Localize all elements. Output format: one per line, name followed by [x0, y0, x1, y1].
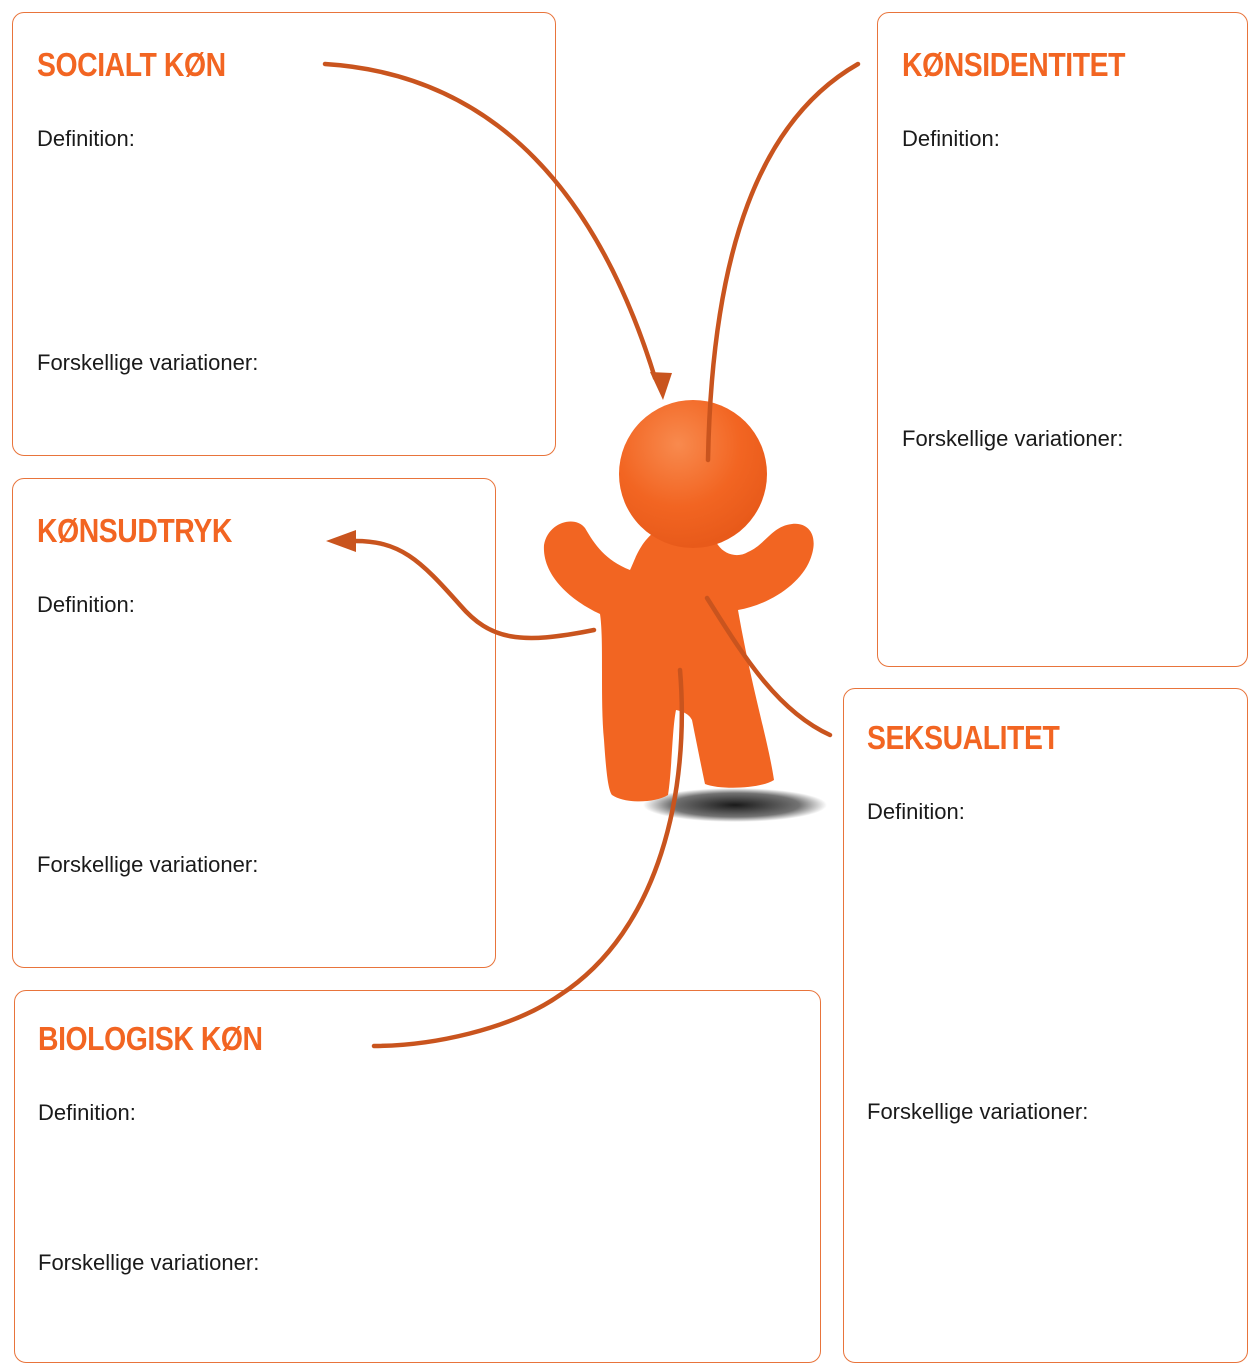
figure-shadow	[643, 788, 827, 822]
box-socialt-koen	[12, 12, 556, 456]
variations-label: Forskellige variationer:	[902, 426, 1124, 451]
definition-label: Definition:	[37, 126, 135, 151]
box-seksualitet	[843, 688, 1248, 1363]
arrowhead-down-icon	[650, 372, 672, 400]
variations-label: Forskellige variationer:	[37, 350, 259, 375]
figure-head	[619, 400, 767, 548]
variations-label: Forskellige variationer:	[38, 1250, 260, 1275]
definition-label: Definition:	[902, 126, 1000, 151]
variations-label: Forskellige variationer:	[37, 852, 259, 877]
box-koensidentitet	[877, 12, 1248, 667]
definition-label: Definition:	[38, 1100, 136, 1125]
person-figure-icon	[543, 400, 827, 822]
connector-koensudtryk	[349, 538, 597, 641]
box-title-seksualitet: SEKSUALITET	[867, 719, 1060, 756]
connector-seksualitet	[704, 595, 833, 738]
connector-biologisk-koen	[371, 667, 685, 1049]
box-title-biologisk-koen: BIOLOGISK KØN	[38, 1020, 263, 1057]
definition-label: Definition:	[867, 799, 965, 824]
box-title-koensudtryk: KØNSUDTRYK	[37, 512, 232, 549]
box-title-koensidentitet: KØNSIDENTITET	[902, 46, 1126, 83]
arrowhead-left-icon	[326, 530, 356, 552]
connector-koensidentitet	[705, 61, 861, 463]
connector-socialt-koen	[322, 61, 658, 381]
box-biologisk-koen	[14, 990, 821, 1363]
variations-label: Forskellige variationer:	[867, 1099, 1089, 1124]
figure-body	[543, 521, 814, 802]
box-title-socialt-koen: SOCIALT KØN	[37, 46, 226, 83]
definition-label: Definition:	[37, 592, 135, 617]
